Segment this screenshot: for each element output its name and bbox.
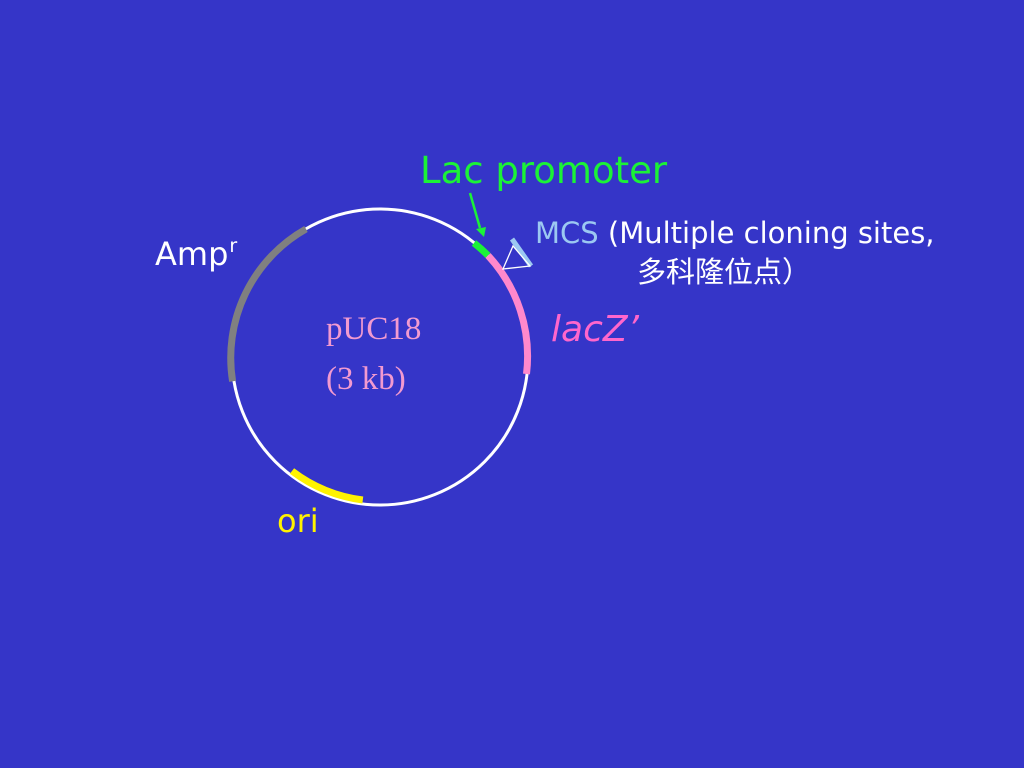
- ori-label: ori: [277, 502, 319, 540]
- plasmid-name: pUC18: [326, 311, 422, 347]
- lac-promoter-label: Lac promoter: [420, 149, 668, 192]
- lac-promoter-arrowhead: [476, 227, 486, 237]
- ori-segment: [289, 468, 364, 504]
- mcs-pointer-triangle: [501, 244, 532, 270]
- mcs-abbreviation: MCS: [535, 216, 599, 250]
- amp-superscript: r: [229, 235, 238, 257]
- plasmid-size: (3 kb): [326, 361, 406, 397]
- lac-promoter-arrow: [468, 192, 482, 229]
- lac-promoter-segment: [471, 240, 491, 258]
- mcs-chinese-label: 多科隆位点）: [637, 255, 812, 289]
- ampr-label: Ampr: [155, 235, 238, 273]
- amp-text: Amp: [155, 235, 229, 273]
- mcs-marker: [509, 237, 534, 268]
- lacz-label: lacZ’: [551, 309, 639, 350]
- lacz-gene-segment: [485, 253, 532, 375]
- ampr-gene-segment: [227, 225, 308, 382]
- mcs-label: MCS (Multiple cloning sites,: [535, 219, 935, 248]
- mcs-description: (Multiple cloning sites,: [607, 216, 935, 250]
